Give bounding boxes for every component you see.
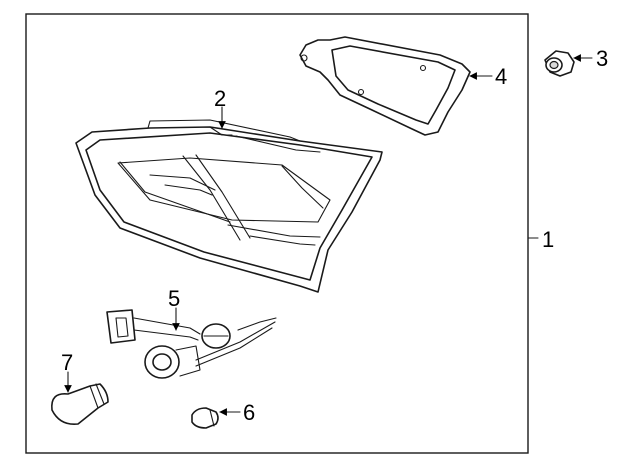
callout-5: 5 [168, 286, 180, 311]
callout-3: 3 [596, 46, 608, 71]
callout-2: 2 [214, 86, 226, 111]
bulb-part [51, 383, 109, 426]
callout-4: 4 [495, 64, 507, 89]
callout-1: 1 [542, 227, 554, 252]
callout-7: 7 [61, 350, 73, 375]
callout-6: 6 [243, 400, 255, 425]
nut-part [544, 50, 575, 77]
socket-harness-part [106, 309, 277, 379]
gasket-part [299, 36, 471, 136]
small-bulb-part [191, 407, 219, 429]
tail-lamp-part [75, 119, 383, 293]
